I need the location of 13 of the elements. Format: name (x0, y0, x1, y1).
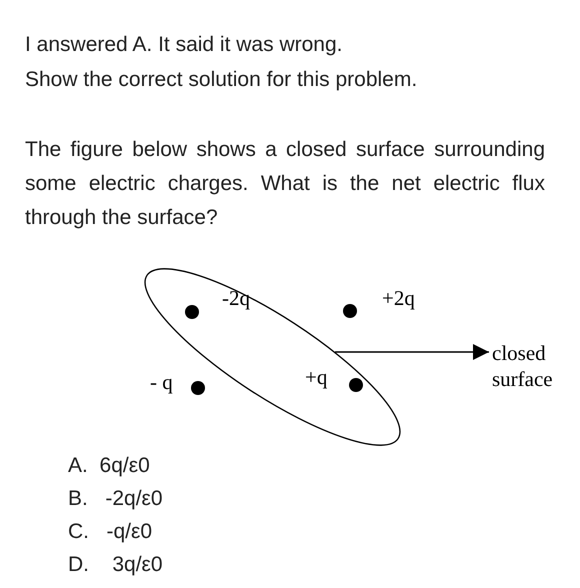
charge-label: -2q (222, 286, 250, 310)
question-text: The figure below shows a closed surface surrounding some electric charges. What is the net electric flux through the surface? (25, 137, 545, 231)
intro-text: I answered A. It said it was wrong. (25, 32, 342, 58)
arrow (335, 344, 489, 360)
charge-label: - q (150, 370, 173, 394)
charge-label: +q (305, 365, 328, 389)
answer-option: B. -2q/ε0 (68, 482, 163, 516)
answer-option: A. 6q/ε0 (68, 449, 150, 483)
charge-label: +2q (382, 286, 415, 310)
surface-label: closed surface (492, 340, 577, 390)
answer-option: D. 3q/ε0 (68, 548, 163, 582)
intro-text: Show the correct solution for this problem. (25, 67, 418, 93)
answer-option: C. -q/ε0 (68, 515, 152, 549)
